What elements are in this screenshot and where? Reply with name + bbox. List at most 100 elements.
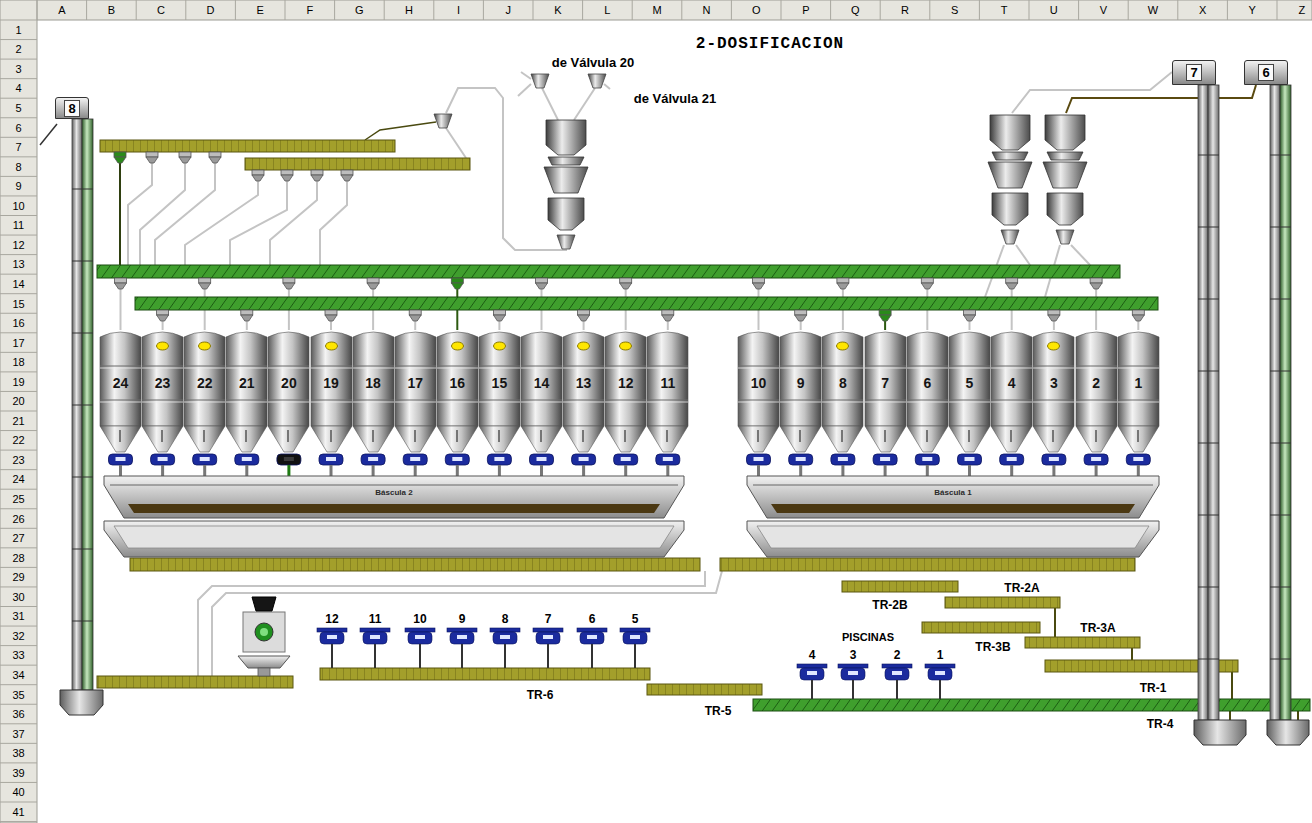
silo: 2 xyxy=(1076,330,1117,454)
row-header: 7 xyxy=(15,142,21,153)
rotary-valve xyxy=(109,454,133,465)
silo-body xyxy=(226,332,267,426)
row-header: 35 xyxy=(12,689,24,700)
silo-outline xyxy=(479,330,520,454)
bin-valve xyxy=(536,632,560,644)
level-lamp xyxy=(578,342,590,350)
chain-conveyor xyxy=(753,699,1310,711)
distributor xyxy=(434,114,452,128)
discharge-spout xyxy=(964,310,976,315)
silo-band xyxy=(822,400,863,401)
hopper-bin xyxy=(546,120,586,155)
silo-number: 23 xyxy=(155,375,171,391)
silo-body xyxy=(311,332,352,426)
screw-conveyor xyxy=(842,581,958,592)
silo-outline xyxy=(184,330,225,454)
scale-load xyxy=(128,504,660,513)
discharge-spout xyxy=(179,152,191,157)
valve-window xyxy=(807,671,817,675)
leg-joint xyxy=(72,333,93,334)
elevator-number: 8 xyxy=(64,100,79,117)
silo-outline xyxy=(1076,330,1117,454)
bin-valve xyxy=(450,632,474,644)
silo: 10 xyxy=(738,330,779,454)
discharge-spout xyxy=(311,170,323,175)
row-header: 41 xyxy=(12,806,24,817)
silo-band xyxy=(1076,400,1117,401)
scale-tray xyxy=(747,476,1159,518)
header-divider xyxy=(0,684,37,685)
silo-band xyxy=(1033,366,1074,367)
elevator-number: 7 xyxy=(1186,64,1201,81)
silo-band xyxy=(563,400,604,401)
silo-band xyxy=(738,366,779,367)
leg-joint xyxy=(72,549,93,550)
callout-label: TR-3A xyxy=(1080,622,1115,634)
level-mark xyxy=(414,430,415,442)
discharge-spout xyxy=(146,157,158,163)
level-mark xyxy=(119,430,120,442)
silo-body xyxy=(563,332,604,426)
silo-band xyxy=(1118,402,1159,403)
pipe-line xyxy=(446,128,466,158)
valve-window xyxy=(327,635,337,639)
screw-conveyor xyxy=(100,140,395,152)
silo-band xyxy=(563,402,604,403)
callout-label: 9 xyxy=(459,613,466,625)
discharge-spout xyxy=(325,310,337,315)
screw-conveyor xyxy=(945,597,1060,608)
leg-joint xyxy=(1270,659,1291,660)
column-header: U xyxy=(1050,5,1058,16)
silo-outline xyxy=(1033,330,1074,454)
silo-body xyxy=(738,332,779,426)
silo-outline xyxy=(521,330,562,454)
header-divider xyxy=(681,0,682,20)
callout-label: de Válvula 20 xyxy=(552,56,634,69)
silo-band xyxy=(142,366,183,367)
level-lamp xyxy=(157,342,169,350)
leg-joint xyxy=(1270,155,1291,156)
silo: 5 xyxy=(949,330,990,454)
silo-body xyxy=(605,332,646,426)
header-divider xyxy=(1227,0,1228,20)
silo-number: 10 xyxy=(751,375,767,391)
valve-window xyxy=(494,457,504,461)
rotary-valve xyxy=(656,454,680,465)
silo-band xyxy=(949,366,990,367)
valve-stem xyxy=(666,465,669,476)
row-header: 15 xyxy=(12,298,24,309)
pipe-line xyxy=(414,321,416,330)
rotary-valve xyxy=(319,454,343,465)
rotary-valve xyxy=(1126,454,1150,465)
row-header: 28 xyxy=(12,552,24,563)
silo: 21 xyxy=(226,330,267,454)
silo-band xyxy=(479,366,520,367)
silo-band xyxy=(822,368,863,369)
silo-band xyxy=(184,368,225,369)
discharge-spout xyxy=(578,310,590,315)
row-header: 23 xyxy=(12,454,24,465)
pipe-line xyxy=(1137,321,1139,330)
row-header: 8 xyxy=(15,161,21,172)
hopper-bin xyxy=(548,198,584,230)
header-divider xyxy=(979,0,980,20)
silo-band xyxy=(605,368,646,369)
silo-outline xyxy=(563,330,604,454)
scale-hopper: Báscula 1 xyxy=(747,476,1159,518)
valve-window xyxy=(621,457,631,461)
pipe-line xyxy=(521,72,531,79)
discharge-spout xyxy=(157,310,169,315)
silo-outline xyxy=(780,330,821,454)
row-header: 27 xyxy=(12,533,24,544)
hopper-bin xyxy=(992,193,1028,225)
silo-band xyxy=(991,366,1032,367)
discharge-spout xyxy=(1090,278,1102,283)
silo-cone xyxy=(100,426,141,452)
discharge-spout xyxy=(1048,310,1060,315)
silo-band xyxy=(907,402,948,403)
silo: 3 xyxy=(1033,330,1074,454)
distributor xyxy=(588,74,606,88)
rotary-valve xyxy=(530,454,554,465)
leg-joint xyxy=(1270,587,1291,588)
silo-outline xyxy=(822,330,863,454)
